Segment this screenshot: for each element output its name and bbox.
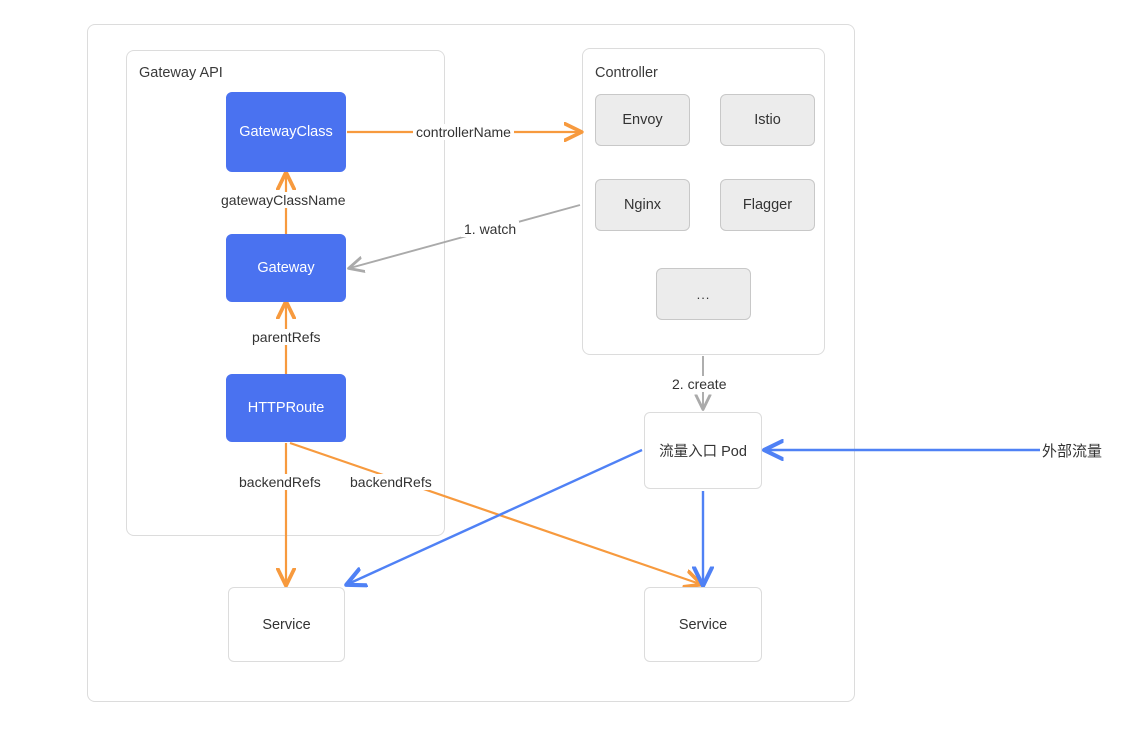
group-controller-label: Controller: [595, 65, 658, 81]
node-ellipsis-label: ...: [696, 286, 711, 302]
node-istio-label: Istio: [754, 112, 781, 128]
edge-label-backend-refs-right: backendRefs: [347, 474, 435, 490]
node-envoy-label: Envoy: [622, 112, 663, 128]
node-gatewayclass-label: GatewayClass: [239, 124, 333, 140]
node-httproute[interactable]: HTTPRoute: [226, 374, 346, 442]
node-istio[interactable]: Istio: [720, 94, 815, 146]
node-ingress-pod[interactable]: 流量入口 Pod: [644, 412, 762, 489]
edge-label-parent-refs: parentRefs: [249, 329, 324, 345]
outer-frame: [87, 24, 855, 702]
node-service-right-label: Service: [678, 616, 728, 633]
node-service-left-label: Service: [262, 616, 311, 633]
external-traffic-label: 外部流量: [1042, 443, 1103, 460]
node-gateway-label: Gateway: [257, 260, 315, 276]
node-gatewayclass[interactable]: GatewayClass: [226, 92, 346, 172]
node-nginx[interactable]: Nginx: [595, 179, 690, 231]
node-gateway[interactable]: Gateway: [226, 234, 346, 302]
node-flagger[interactable]: Flagger: [720, 179, 815, 231]
node-ingress-pod-label: 流量入口 Pod: [659, 444, 747, 460]
group-controller: [582, 48, 825, 355]
node-nginx-label: Nginx: [623, 197, 662, 213]
edge-label-backend-refs-left: backendRefs: [236, 474, 324, 490]
node-service-left[interactable]: Service: [228, 587, 345, 662]
edge-label-create: 2. create: [669, 376, 730, 392]
group-gateway-api-label: Gateway API: [139, 65, 223, 81]
node-ellipsis[interactable]: ...: [656, 268, 751, 320]
edge-label-watch: 1. watch: [461, 221, 520, 237]
node-envoy[interactable]: Envoy: [595, 94, 690, 146]
edge-label-gateway-class-name: gatewayClassName: [218, 192, 349, 208]
node-service-right[interactable]: Service: [644, 587, 762, 662]
node-httproute-label: HTTPRoute: [247, 400, 325, 416]
node-flagger-label: Flagger: [742, 197, 793, 213]
edge-label-controller-name: controllerName: [413, 124, 514, 140]
